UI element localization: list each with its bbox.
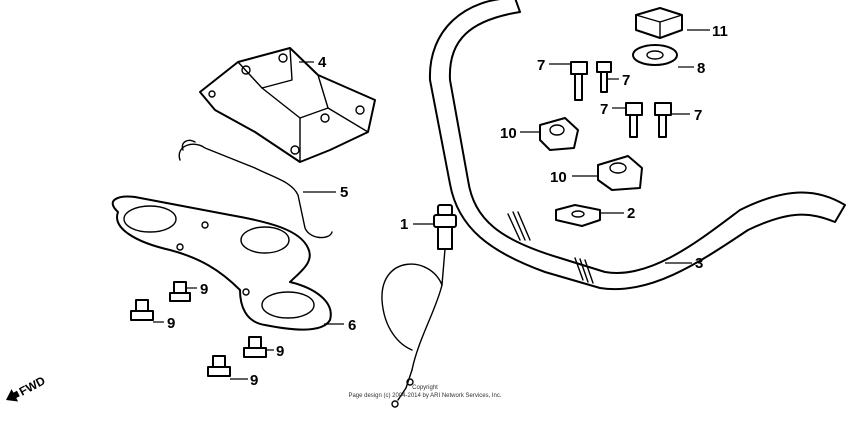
callout-4: 4	[318, 54, 327, 71]
bolt-7-b	[596, 61, 612, 93]
callout-5: 5	[340, 184, 348, 201]
callout-9-c: 9	[276, 343, 284, 360]
bolt-7-c	[625, 102, 643, 138]
holder-10-upper	[539, 117, 579, 151]
leader-lines	[153, 29, 710, 380]
arrow-left-icon	[6, 389, 20, 402]
callout-9-a: 9	[200, 281, 208, 298]
bolt-9-b	[130, 299, 154, 321]
top-bridge-plate	[111, 195, 332, 331]
callout-9-b: 9	[167, 315, 175, 332]
washer-8	[632, 44, 678, 66]
handlebar	[428, 0, 846, 291]
bolt-7-a	[570, 61, 588, 101]
callout-7-c: 7	[600, 101, 608, 118]
bolt-7-d	[654, 102, 672, 138]
holder-10-lower	[597, 155, 643, 191]
wire-clamp	[178, 139, 333, 239]
nut-11	[635, 7, 683, 39]
handlebar-grip-ring-right	[574, 257, 594, 284]
choke-cable	[381, 204, 457, 408]
bolt-9-d	[207, 355, 231, 377]
handlebar-grip-ring-left	[507, 211, 531, 241]
callout-11: 11	[712, 23, 728, 40]
callout-7-d: 7	[694, 107, 702, 124]
callout-10-upper: 10	[500, 125, 517, 142]
bolt-9-a	[169, 281, 191, 302]
fwd-label: FWD	[17, 373, 48, 398]
callout-3: 3	[695, 255, 703, 272]
callout-1: 1	[400, 216, 408, 233]
callout-9-d: 9	[250, 372, 258, 389]
callout-7-b: 7	[622, 72, 630, 89]
callout-10-lower: 10	[550, 169, 567, 186]
forward-direction-indicator: FWD	[6, 373, 48, 402]
callout-6: 6	[348, 317, 356, 334]
upper-bridge-plate	[199, 47, 376, 163]
callout-2: 2	[627, 205, 635, 222]
copyright-line-1: Copyright	[412, 385, 438, 391]
copyright-line-2: Page design (c) 2004-2014 by ARI Network…	[348, 393, 501, 399]
callout-7-a: 7	[537, 57, 545, 74]
clamp-2	[555, 204, 601, 227]
callout-8: 8	[697, 60, 705, 77]
bolt-9-c	[243, 336, 267, 358]
